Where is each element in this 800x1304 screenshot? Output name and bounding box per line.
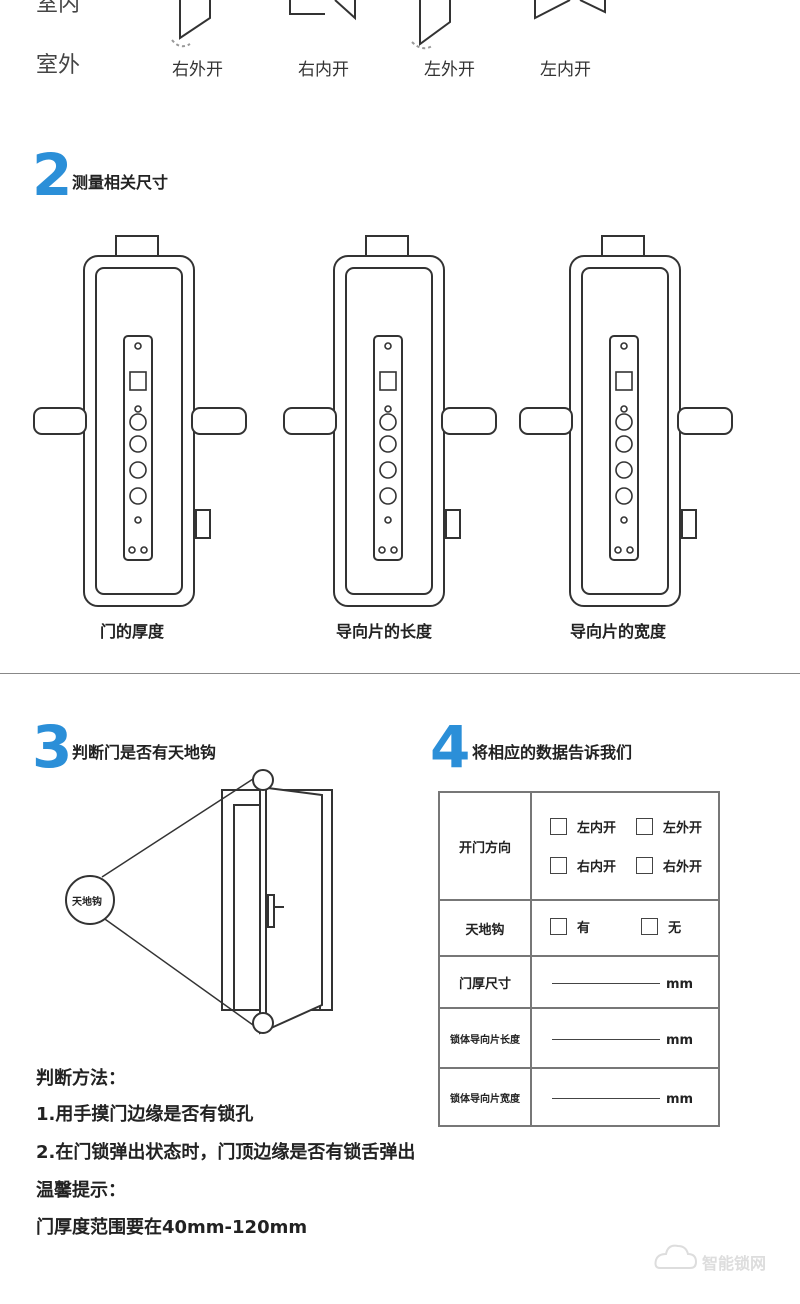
lock-illustration-1 xyxy=(33,235,247,607)
option-no[interactable]: 无 xyxy=(641,917,681,936)
form-label-hook: 天地钩 xyxy=(438,899,532,957)
direction-label-2: 右内开 xyxy=(298,60,349,80)
door-direction-diagrams xyxy=(171,0,606,50)
form-label-door-thickness: 门厚尺寸 xyxy=(438,955,532,1009)
hook-callout-label: 天地钩 xyxy=(72,897,102,908)
step-3-title: 判断门是否有天地钩 xyxy=(72,743,217,762)
form-label-guide-width: 锁体导向片宽度 xyxy=(438,1067,532,1127)
tip-text: 门厚度范围要在40mm-120mm xyxy=(36,1217,308,1238)
checkbox[interactable] xyxy=(641,918,659,935)
form-label-guide-length: 锁体导向片长度 xyxy=(438,1007,532,1069)
direction-label-3: 左外开 xyxy=(424,60,475,80)
caption-guide-length: 导向片的长度 xyxy=(336,622,433,641)
step-2-title: 测量相关尺寸 xyxy=(72,173,169,192)
guide-width-field[interactable]: mm xyxy=(530,1067,720,1127)
checkbox[interactable] xyxy=(636,818,653,835)
method-line-1: 1.用手摸门边缘是否有锁孔 xyxy=(36,1104,254,1125)
option-left-outward[interactable]: 左外开 xyxy=(636,817,702,836)
option-label: 无 xyxy=(668,921,682,936)
watermark-logo-icon xyxy=(654,1244,698,1269)
checkbox[interactable] xyxy=(550,918,567,935)
option-right-outward[interactable]: 右外开 xyxy=(636,856,702,875)
fill-line xyxy=(552,982,660,984)
watermark-text: 智能锁网 xyxy=(702,1254,767,1273)
direction-label-4: 左内开 xyxy=(540,60,591,80)
form-label-direction: 开门方向 xyxy=(438,791,532,901)
option-yes[interactable]: 有 xyxy=(550,917,636,936)
checkbox[interactable] xyxy=(636,857,653,874)
option-left-inward[interactable]: 左内开 xyxy=(550,817,636,836)
tip-title: 温馨提示： xyxy=(36,1180,126,1201)
lock-illustration-2 xyxy=(283,235,497,607)
door-thickness-field[interactable]: mm xyxy=(530,955,720,1009)
option-label: 有 xyxy=(577,921,591,936)
indoor-label: 室内 xyxy=(36,0,81,17)
lock-illustration-3 xyxy=(519,235,733,607)
option-label: 右内开 xyxy=(577,860,617,875)
option-label: 左外开 xyxy=(663,821,703,836)
door-hook-diagram xyxy=(65,769,333,1035)
option-label: 左内开 xyxy=(577,821,617,836)
step-4-number: 4 xyxy=(430,713,471,781)
unit-label: mm xyxy=(666,1032,694,1048)
guide-length-field[interactable]: mm xyxy=(530,1007,720,1069)
unit-label: mm xyxy=(666,976,694,992)
direction-label-1: 右外开 xyxy=(172,60,223,80)
fill-line xyxy=(552,1097,660,1099)
fill-line xyxy=(552,1038,660,1040)
method-title: 判断方法： xyxy=(36,1068,126,1089)
caption-guide-width: 导向片的宽度 xyxy=(570,622,667,641)
caption-door-thickness: 门的厚度 xyxy=(100,622,165,641)
step-2-number: 2 xyxy=(32,141,73,209)
outdoor-label: 室外 xyxy=(36,53,81,78)
section-divider xyxy=(0,673,800,674)
unit-label: mm xyxy=(666,1091,694,1107)
checkbox[interactable] xyxy=(550,818,567,835)
method-line-2: 2.在门锁弹出状态时，门顶边缘是否有锁舌弹出 xyxy=(36,1142,416,1163)
step-3-number: 3 xyxy=(32,713,73,781)
option-label: 右外开 xyxy=(663,860,703,875)
info-form: 开门方向 左内开 左外开 右内开 右外开 天地钩 有 无 门厚尺寸 mm 锁体导… xyxy=(438,791,720,1127)
option-right-inward[interactable]: 右内开 xyxy=(550,856,636,875)
step-4-title: 将相应的数据告诉我们 xyxy=(472,743,633,762)
checkbox[interactable] xyxy=(550,857,567,874)
